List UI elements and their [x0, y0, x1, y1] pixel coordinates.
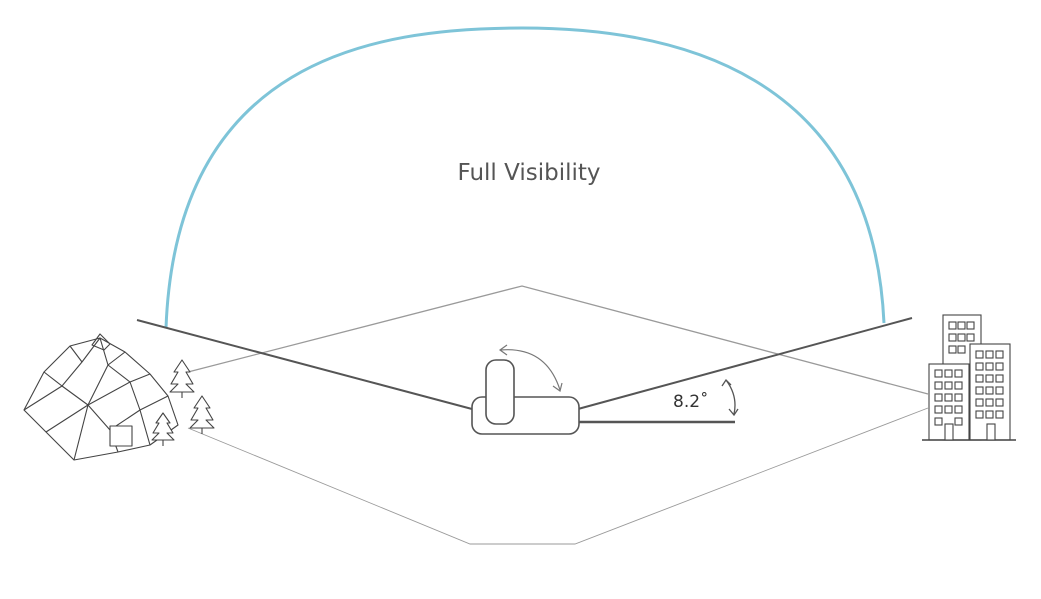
horizon-line-right	[577, 317, 913, 410]
ground-plane-front-edge	[187, 407, 929, 545]
rotation-arrow-icon	[498, 344, 563, 393]
mountain-icon	[23, 333, 179, 461]
device-icon	[471, 359, 580, 435]
building-windows	[934, 321, 1004, 441]
diagram-title: Full Visibility	[457, 160, 600, 186]
horizon-line-left	[136, 319, 473, 410]
pine-tree-icon	[151, 359, 215, 446]
ground-plane	[187, 285, 929, 545]
device-arm	[485, 359, 515, 425]
tilt-angle-label: 8.2˚	[673, 391, 709, 412]
ground-plane-back-edge	[187, 285, 929, 395]
building-icon	[922, 314, 1016, 441]
angle-arrow-icon	[721, 378, 739, 417]
visibility-dome-arc	[164, 26, 886, 329]
horizon-lines	[136, 317, 913, 424]
